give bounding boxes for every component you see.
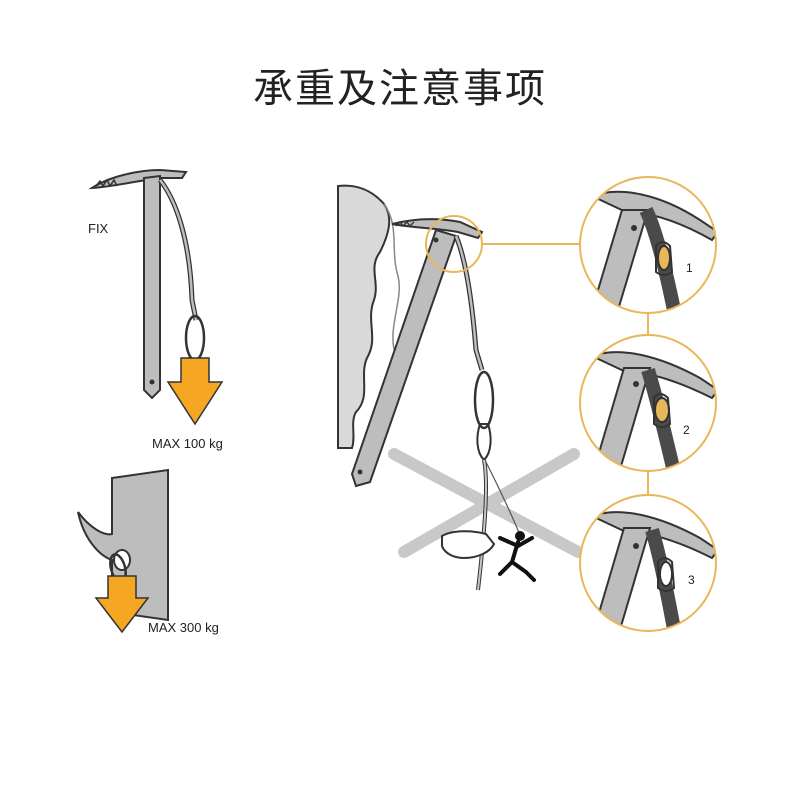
climber-icon (498, 531, 536, 582)
detail-step-2: 2 (579, 334, 717, 472)
axe-shaft-icon (143, 174, 161, 400)
ice-axe-hole-illustration (77, 468, 169, 634)
step-number: 1 (686, 261, 693, 275)
load-arrow-icon (166, 357, 224, 426)
detail-step-3: 3 (579, 494, 717, 632)
adze-head-icon (77, 468, 169, 622)
leash-loop-icon (184, 314, 206, 362)
page-title: 承重及注意事项 (253, 66, 547, 112)
axe-head-icon (88, 168, 188, 190)
max-leash-label: MAX 100 kg (152, 436, 223, 451)
fix-label: FIX (88, 221, 109, 236)
ice-axe-leash-illustration (88, 168, 224, 426)
step-number: 3 (688, 573, 695, 587)
detail-step-1: 1 (579, 176, 717, 314)
hand-icon (441, 530, 496, 560)
planted-axe-illustration (337, 184, 584, 591)
max-hole-label: MAX 300 kg (148, 620, 219, 635)
step-number: 2 (683, 423, 690, 437)
load-arrow-icon (94, 575, 150, 634)
